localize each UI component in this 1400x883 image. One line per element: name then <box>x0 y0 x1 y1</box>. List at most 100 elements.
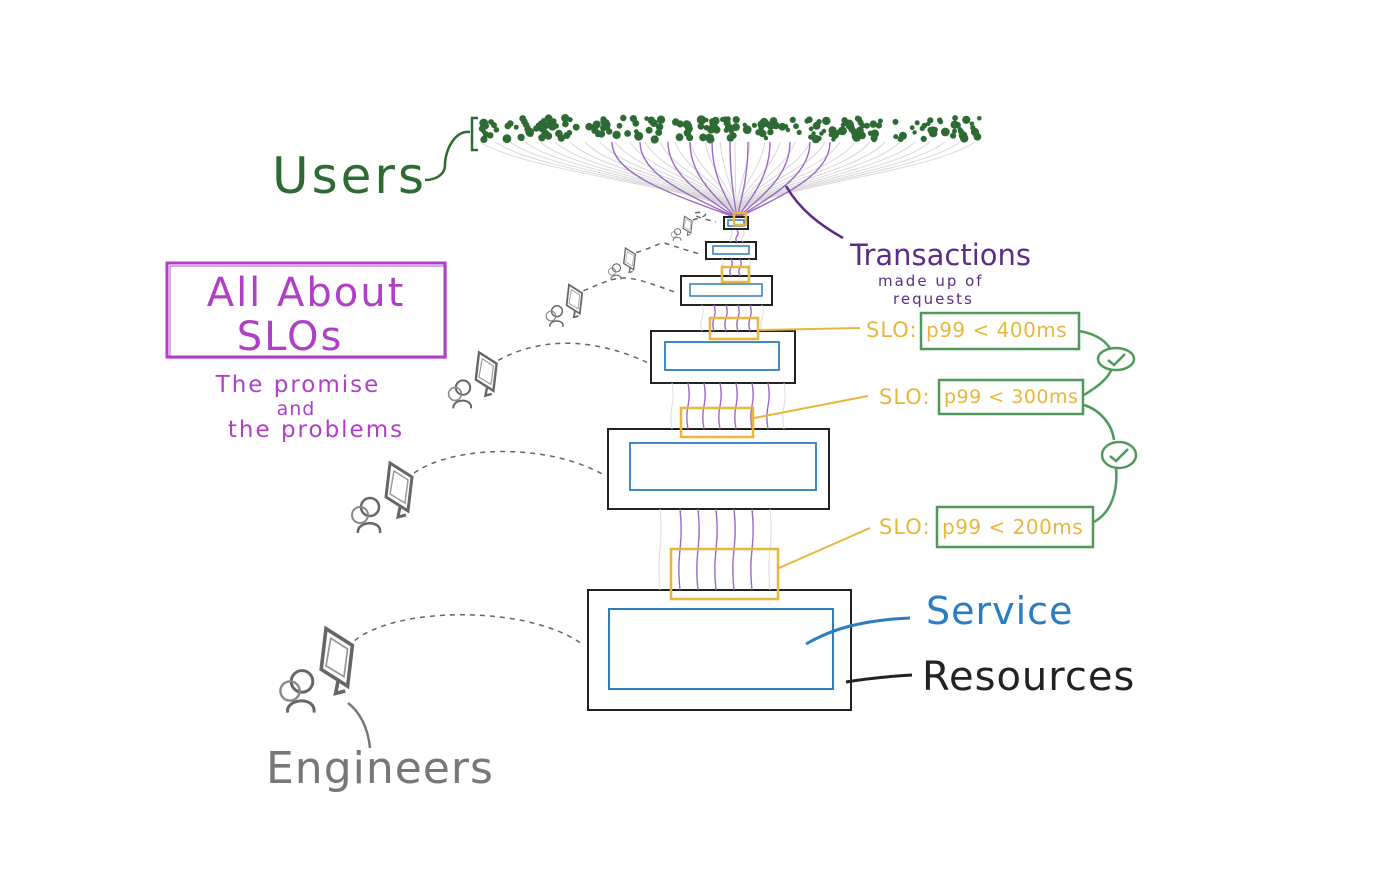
user-dot <box>759 129 767 138</box>
user-request-line <box>629 141 738 219</box>
transactions-note-1: made up of <box>878 272 984 290</box>
engineer-icon <box>545 283 584 327</box>
user-dot <box>585 122 593 131</box>
user-dot <box>696 115 706 125</box>
slo-3-prefix: SLO: <box>879 515 931 539</box>
user-dot <box>838 126 847 136</box>
transaction-line <box>736 141 791 219</box>
user-dot <box>567 117 573 123</box>
user-dot <box>950 132 957 139</box>
request-arrow <box>766 382 770 430</box>
user-dot <box>742 125 752 134</box>
user-dot <box>620 114 627 122</box>
user-dot <box>952 115 958 121</box>
user-dot <box>921 122 928 129</box>
user-dot <box>732 116 740 124</box>
user-dot <box>751 122 758 128</box>
transactions-note-2: requests <box>893 290 974 308</box>
service-box <box>689 283 763 297</box>
user-dot <box>544 114 553 123</box>
request-arrow <box>750 382 754 430</box>
request-arrow <box>686 382 690 430</box>
subtitle-line1: The promise <box>215 372 381 398</box>
service-stack <box>587 216 852 711</box>
transaction-line <box>729 141 738 219</box>
transaction-line <box>667 141 738 219</box>
user-dot <box>816 135 822 141</box>
user-dot <box>869 120 877 128</box>
user-dot <box>597 130 606 138</box>
engineers-connector <box>347 702 372 749</box>
user-dot <box>632 119 640 127</box>
engineers-label: Engineers <box>266 743 494 794</box>
engineer-watch-line <box>636 242 703 256</box>
user-dot <box>927 126 935 134</box>
user-dot <box>796 129 802 135</box>
slo-2-target: p99 < 300ms <box>944 386 1078 408</box>
user-request-line <box>736 141 976 219</box>
user-dot <box>811 131 816 136</box>
user-dot <box>487 132 494 139</box>
service-box <box>664 341 780 371</box>
user-dot <box>854 115 861 122</box>
transaction-line <box>689 141 738 219</box>
users-label: Users <box>272 147 427 205</box>
user-dot <box>712 126 721 134</box>
user-dot <box>937 119 944 125</box>
user-dot <box>541 118 547 124</box>
transaction-line <box>736 141 771 219</box>
user-dot <box>684 122 693 131</box>
engineer-icon <box>447 350 498 409</box>
service-box <box>608 608 834 690</box>
user-dot <box>870 129 879 138</box>
user-dot <box>793 123 799 130</box>
user-dot <box>600 119 606 125</box>
user-dot <box>950 120 959 129</box>
user-dot <box>612 130 621 140</box>
user-dot <box>544 132 553 140</box>
user-dot <box>591 126 599 134</box>
user-dot <box>969 121 975 127</box>
user-dot <box>973 132 982 141</box>
slo-connector-1 <box>758 327 861 331</box>
service-connector <box>805 616 911 646</box>
user-dot <box>808 126 814 132</box>
user-request-line <box>644 141 738 219</box>
user-dot <box>538 121 545 128</box>
user-dot <box>676 120 684 128</box>
user-dot <box>766 121 775 130</box>
user-dot <box>977 116 982 121</box>
transaction-line <box>639 141 738 219</box>
slo-2-prefix: SLO: <box>879 385 931 409</box>
user-dot <box>675 133 684 142</box>
slo-3-box <box>935 505 1095 549</box>
user-dot <box>624 130 631 137</box>
user-dot <box>730 132 737 139</box>
slo-link-2 <box>1083 403 1118 524</box>
user-dot <box>650 135 659 144</box>
slo-1: SLO: p99 < 400ms <box>866 311 1081 351</box>
engineer-icon <box>351 460 414 534</box>
transaction-line <box>736 141 831 219</box>
request-arrow <box>760 304 764 332</box>
user-dot <box>561 114 570 123</box>
user-dot <box>655 129 663 136</box>
user-dot <box>821 128 827 134</box>
user-dot <box>914 120 920 126</box>
user-dot <box>831 131 839 139</box>
request-arrow <box>700 304 704 332</box>
user-dot <box>961 135 967 141</box>
user-dot <box>566 129 573 136</box>
transaction-line <box>711 141 738 219</box>
user-dot <box>848 126 856 133</box>
user-dot <box>493 127 500 133</box>
engineer-watch-line <box>354 614 581 644</box>
request-arrow <box>782 382 786 430</box>
request-arrow <box>735 229 739 243</box>
engineer-watch-line <box>692 211 717 223</box>
user-dot <box>920 135 927 142</box>
user-dot <box>647 116 656 125</box>
user-dot <box>699 133 707 142</box>
user-dot <box>479 118 489 128</box>
